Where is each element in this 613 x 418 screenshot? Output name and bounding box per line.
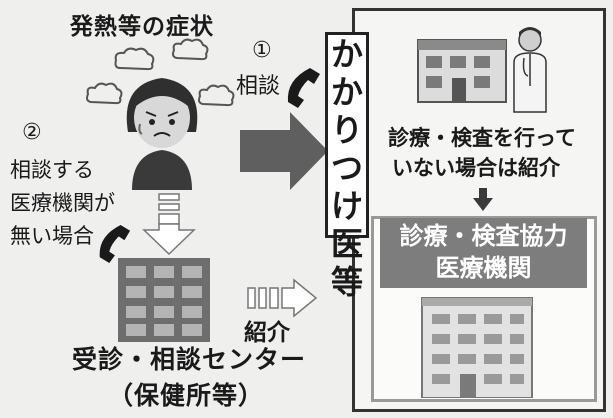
clinic-note-line2: いない場合は紹介	[392, 156, 560, 180]
center-name-line1: 受診・相談センター	[72, 345, 307, 374]
family-doctor-title-char: つ	[330, 149, 363, 187]
arrow-down-icon	[142, 193, 196, 256]
hospital-building-icon	[421, 297, 533, 398]
center-building-icon	[118, 258, 210, 342]
step2-label-line2: 医療機関が	[10, 191, 115, 215]
step1-number: ①	[252, 38, 272, 63]
family-doctor-title-char: か	[330, 73, 363, 111]
center-name-line2: （保健所等）	[108, 381, 265, 410]
cloud-icon	[172, 38, 209, 61]
symptoms-label: 発熱等の症状	[70, 14, 214, 40]
step2-number: ②	[22, 120, 42, 145]
worried-person-icon	[126, 78, 198, 190]
cloud-icon	[198, 84, 235, 107]
cloud-icon	[86, 82, 123, 105]
referral-label: 紹介	[244, 320, 290, 346]
arrow-right-icon	[247, 278, 318, 318]
step2-label-line1: 相談する	[10, 158, 94, 182]
cloud-icon	[114, 47, 155, 71]
doctor-icon	[513, 27, 547, 113]
arrow-down-icon	[473, 188, 493, 211]
cooperating-institution-banner	[380, 218, 587, 288]
clinic-building-icon	[417, 39, 507, 103]
family-doctor-title: か か り つ け 医 等	[325, 32, 369, 301]
telephone-icon	[287, 68, 320, 108]
step2-label-line3: 無い場合	[10, 224, 94, 248]
clinic-note-line1: 診療・検査を行って	[388, 126, 576, 150]
family-doctor-title-char: 等	[330, 263, 363, 301]
cooperating-institution-line1: 診療・検査協力	[399, 222, 568, 250]
family-doctor-title-char: り	[330, 111, 363, 149]
family-doctor-title-char: 医	[330, 225, 363, 263]
telephone-icon	[99, 225, 131, 263]
arrow-right-icon	[240, 112, 328, 190]
family-doctor-title-char: か	[330, 35, 363, 73]
step1-label: 相談	[236, 74, 281, 99]
cooperating-institution-line2: 医療機関	[435, 254, 532, 282]
family-doctor-title-char: け	[330, 187, 363, 225]
